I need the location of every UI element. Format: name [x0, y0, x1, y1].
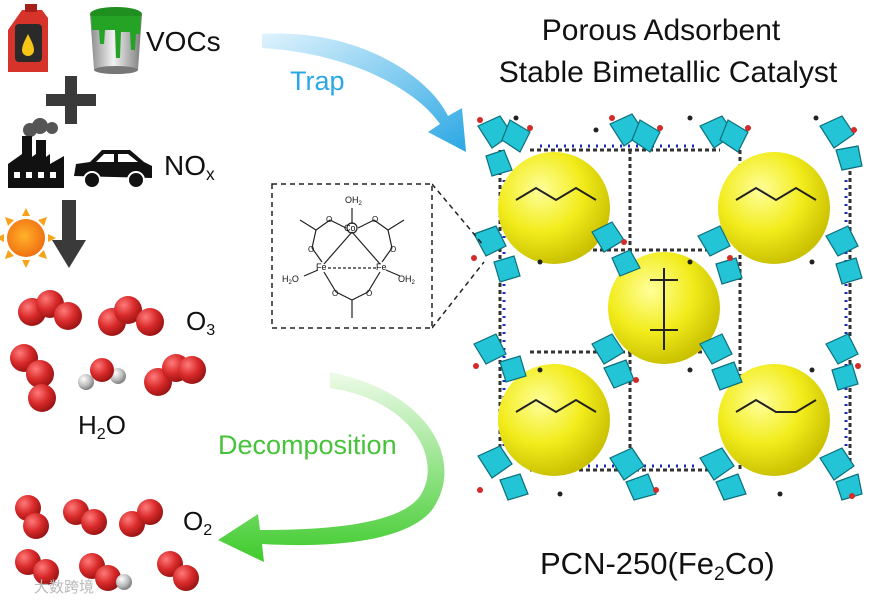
- trap-label: Trap: [290, 66, 345, 97]
- factory-icon: [8, 118, 64, 188]
- decomposition-label: Decomposition: [218, 430, 397, 461]
- cluster-o-label: O: [308, 245, 314, 254]
- oxygen-label: O2: [183, 506, 212, 540]
- pore-sphere: [498, 152, 610, 264]
- ozone-label: O3: [186, 306, 215, 340]
- pore-sphere: [718, 152, 830, 264]
- pore-sphere: [498, 364, 610, 476]
- paint-bucket-icon: [90, 7, 142, 74]
- cluster-o-label: O: [366, 289, 372, 298]
- sun-icon: [0, 208, 56, 268]
- cluster-fe-left: Fe: [316, 262, 327, 272]
- nox-label: NOx: [164, 150, 215, 185]
- water-molecule: [78, 358, 126, 390]
- cluster-fe-right: Fe: [376, 262, 387, 272]
- cluster-inset: OH2 Co Fe Fe H2O OH2 O O O O O O: [272, 184, 432, 328]
- watermark: 大数跨境: [34, 576, 94, 597]
- material-name: PCN-250(Fe2Co): [540, 546, 775, 586]
- fuel-can-icon: [8, 4, 48, 72]
- cluster-o-label: O: [332, 289, 338, 298]
- cluster-o-label: O: [372, 215, 378, 224]
- car-icon: [74, 150, 152, 188]
- title-line-1: Porous Adsorbent: [505, 14, 817, 48]
- title-line-2: Stable Bimetallic Catalyst: [462, 56, 874, 90]
- ozone-molecules: [10, 290, 206, 412]
- mof-framework: [471, 114, 862, 500]
- cluster-co-label: Co: [344, 223, 356, 233]
- water-label: H2O: [78, 410, 126, 444]
- vocs-label: VOCs: [146, 26, 221, 58]
- down-arrow-icon: [52, 200, 86, 268]
- plus-icon: [46, 76, 96, 124]
- cluster-o-label: O: [390, 245, 396, 254]
- cluster-o-label: O: [326, 215, 332, 224]
- decomposition-arrow: [218, 372, 444, 562]
